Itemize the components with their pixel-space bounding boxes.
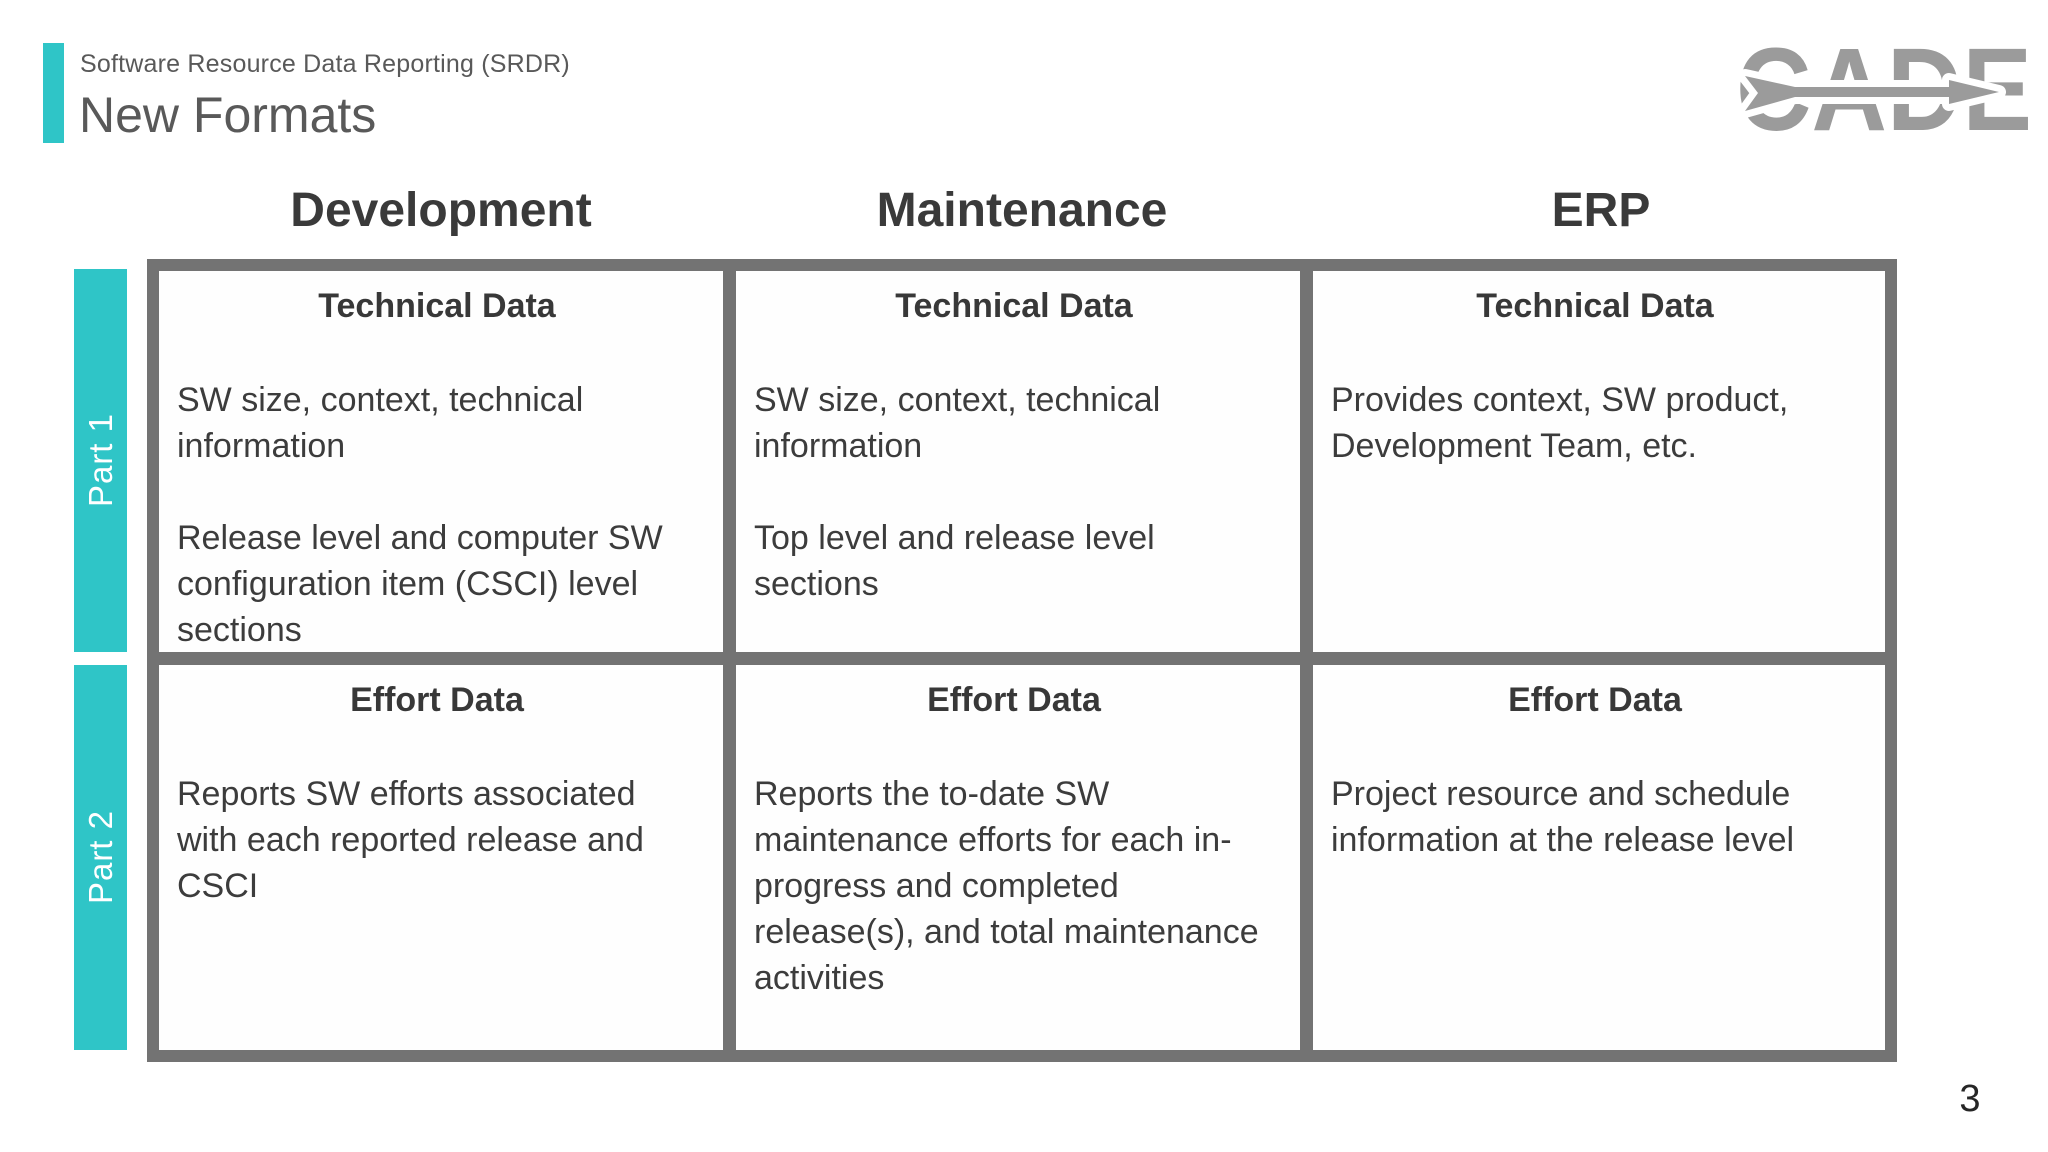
cade-logo-icon: CADE	[1736, 34, 2032, 148]
page-number: 3	[1959, 1078, 1981, 1120]
dart-icon	[1745, 76, 1999, 111]
row-tab-part-1: Part 1	[74, 269, 127, 652]
cell-heading: Effort Data	[1508, 681, 1682, 719]
row-tab-part-2: Part 2	[74, 665, 127, 1050]
cell-paragraph: Project resource and schedule informatio…	[1331, 775, 1795, 859]
column-header-maintenance: Maintenance	[876, 184, 1168, 237]
cell-heading: Effort Data	[927, 681, 1101, 719]
cell-heading: Technical Data	[318, 287, 556, 325]
cell-part1-erp: Technical Data Provides context, SW prod…	[1313, 271, 1885, 652]
cell-heading: Technical Data	[1476, 287, 1714, 325]
row-tab-label: Part 2	[81, 810, 119, 905]
cell-heading: Effort Data	[350, 681, 524, 719]
cell-paragraph: Reports the to-date SW maintenance effor…	[754, 775, 1259, 997]
cell-part2-maintenance: Effort Data Reports the to-date SW maint…	[736, 665, 1300, 1050]
slide-eyebrow: Software Resource Data Reporting (SRDR)	[80, 50, 570, 78]
cell-paragraph: SW size, context, technical information	[754, 381, 1161, 465]
cell-paragraph: Reports SW efforts associated with each …	[177, 775, 644, 905]
cell-part2-erp: Effort Data Project resource and schedul…	[1313, 665, 1885, 1050]
row-tab-label: Part 1	[81, 413, 119, 508]
cell-part2-development: Effort Data Reports SW efforts associate…	[159, 665, 723, 1050]
column-header-erp: ERP	[1551, 184, 1651, 237]
cell-paragraph: Top level and release level sections	[754, 518, 1155, 603]
cell-heading: Technical Data	[895, 287, 1133, 325]
cell-paragraph: SW size, context, technical information	[177, 381, 584, 465]
column-header-development: Development	[290, 184, 592, 237]
title-accent-bar	[43, 43, 64, 143]
cell-paragraph: Provides context, SW product, Developmen…	[1331, 381, 1789, 465]
cell-part1-maintenance: Technical Data SW size, context, technic…	[736, 271, 1300, 652]
cell-paragraph: Release level and computer SW configurat…	[177, 518, 663, 649]
page-title: New Formats	[79, 87, 377, 143]
cell-part1-development: Technical Data SW size, context, technic…	[159, 271, 723, 652]
formats-table: Technical Data SW size, context, technic…	[147, 259, 1897, 1062]
